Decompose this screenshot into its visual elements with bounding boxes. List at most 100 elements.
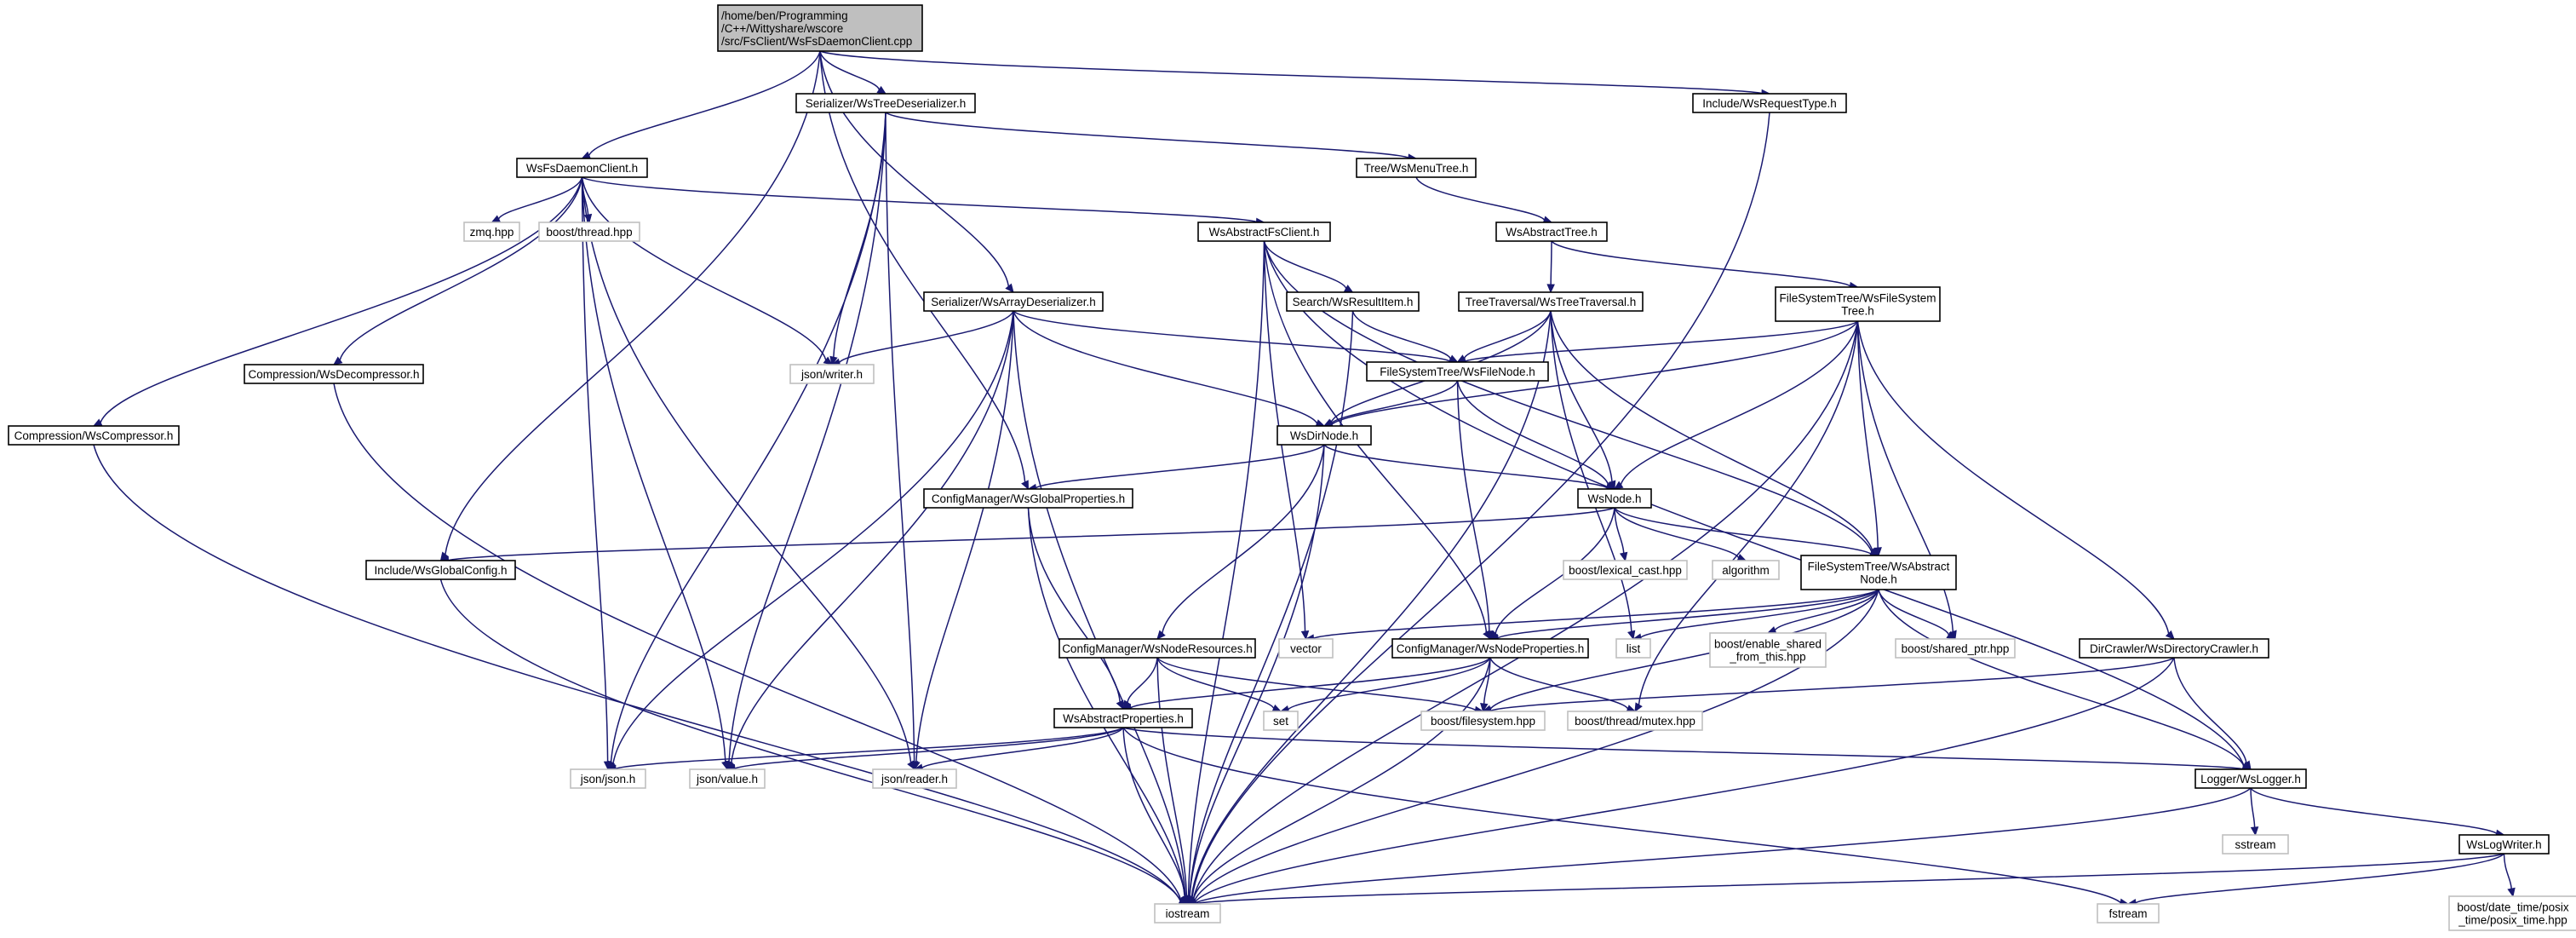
edge-absfs-to-logger xyxy=(1263,240,2252,770)
node-label-lexcast-0: boost/lexical_cast.hpp xyxy=(1569,564,1682,577)
node-treedeser[interactable]: Serializer/WsTreeDeserializer.h xyxy=(795,93,976,113)
node-label-mutex-0: boost/thread/mutex.hpp xyxy=(1575,715,1695,728)
node-label-traversal-0: TreeTraversal/WsTreeTraversal.h xyxy=(1466,296,1637,308)
node-algorithm[interactable]: algorithm xyxy=(1712,560,1780,580)
node-fstream[interactable]: fstream xyxy=(2097,903,2160,924)
edge-resitem-to-iostream xyxy=(1185,310,1354,906)
node-jwriter[interactable]: json/writer.h xyxy=(789,364,875,384)
node-label-fsdaemon-0: WsFsDaemonClient.h xyxy=(526,162,638,175)
node-set[interactable]: set xyxy=(1263,711,1299,731)
node-bthread[interactable]: boost/thread.hpp xyxy=(538,222,640,242)
edge-root-to-fsdaemon xyxy=(581,50,821,159)
dependency-nodes: /home/ben/Programming/C++/Wittyshare/wsc… xyxy=(8,4,2576,931)
node-posixtime[interactable]: boost/date_time/posix_time/posix_time.hp… xyxy=(2448,895,2576,931)
node-mutex[interactable]: boost/thread/mutex.hpp xyxy=(1567,711,1703,731)
node-lexcast[interactable]: boost/lexical_cast.hpp xyxy=(1563,560,1688,580)
node-arrdeser[interactable]: Serializer/WsArrayDeserializer.h xyxy=(923,291,1104,312)
node-label-sstream-0: sstream xyxy=(2235,838,2275,851)
node-label-enableshared-0: boost/enable_shared xyxy=(1714,638,1822,651)
node-label-noderes-0: ConfigManager/WsNodeResources.h xyxy=(1062,642,1253,655)
node-noderes[interactable]: ConfigManager/WsNodeResources.h xyxy=(1059,638,1256,659)
edge-wsnode-to-algorithm xyxy=(1614,507,1747,561)
node-absprops[interactable]: WsAbstractProperties.h xyxy=(1053,708,1193,728)
edge-dircrawler-to-iostream xyxy=(1186,657,2175,906)
edge-treedeser-to-jjson xyxy=(607,112,886,771)
node-list[interactable]: list xyxy=(1615,638,1651,659)
edge-filenode-to-nodeprops xyxy=(1456,380,1494,641)
node-label-filenode-0: FileSystemTree/WsFileNode.h xyxy=(1380,365,1535,378)
node-logger[interactable]: Logger/WsLogger.h xyxy=(2194,768,2307,789)
edge-logger-to-logwriter xyxy=(2250,787,2505,837)
node-label-bthread-0: boost/thread.hpp xyxy=(546,226,632,239)
edge-treedeser-to-menutree xyxy=(885,112,1418,162)
node-globprops[interactable]: ConfigManager/WsGlobalProperties.h xyxy=(923,488,1133,509)
edge-fsdaemon-to-jvalue xyxy=(581,176,730,771)
node-label-absprops-0: WsAbstractProperties.h xyxy=(1063,712,1184,725)
edge-fsdaemon-to-comp xyxy=(92,176,583,427)
node-label-nodeprops-0: ConfigManager/WsNodeProperties.h xyxy=(1397,642,1585,655)
edge-globprops-to-absprops xyxy=(1027,507,1124,711)
edge-arrdeser-to-jreader xyxy=(912,310,1014,771)
node-sstream[interactable]: sstream xyxy=(2222,834,2289,855)
node-traversal[interactable]: TreeTraversal/WsTreeTraversal.h xyxy=(1458,291,1644,312)
node-logwriter[interactable]: WsLogWriter.h xyxy=(2458,834,2550,855)
node-globconf[interactable]: Include/WsGlobalConfig.h xyxy=(365,560,516,580)
node-abstree[interactable]: WsAbstractTree.h xyxy=(1495,222,1608,242)
edge-dircrawler-to-logger xyxy=(2173,657,2252,771)
node-dircrawler[interactable]: DirCrawler/WsDirectoryCrawler.h xyxy=(2079,638,2269,659)
edge-treedeser-to-jvalue xyxy=(725,112,886,771)
edge-logger-to-sstream xyxy=(2250,787,2259,837)
node-label-fstree-1: Tree.h xyxy=(1841,305,1874,318)
edge-treedeser-to-jwriter xyxy=(829,112,886,366)
node-label-fstream-0: fstream xyxy=(2108,907,2147,920)
edge-wsnode-to-globconf xyxy=(439,507,1615,565)
edge-abstree-to-fstree xyxy=(1551,240,1859,291)
edge-absnode-to-logger xyxy=(1878,589,2252,770)
edge-traversal-to-list xyxy=(1550,310,1636,641)
edge-filenode-to-wsnode xyxy=(1456,380,1616,490)
node-nodeprops[interactable]: ConfigManager/WsNodeProperties.h xyxy=(1391,638,1589,659)
edge-menutree-to-abstree xyxy=(1415,176,1553,224)
edge-root-to-arrdeser xyxy=(819,50,1014,293)
edge-dirnode-to-noderes xyxy=(1156,444,1325,640)
node-comp[interactable]: Compression/WsCompressor.h xyxy=(8,425,180,446)
node-reqtype[interactable]: Include/WsRequestType.h xyxy=(1692,93,1847,113)
node-fsdaemon[interactable]: WsFsDaemonClient.h xyxy=(516,158,648,178)
node-jvalue[interactable]: json/value.h xyxy=(689,768,766,789)
node-label-posixtime-0: boost/date_time/posix xyxy=(2457,901,2569,914)
node-zmq[interactable]: zmq.hpp xyxy=(463,222,520,242)
node-label-resitem-0: Search/WsResultItem.h xyxy=(1293,296,1414,308)
node-filenode[interactable]: FileSystemTree/WsFileNode.h xyxy=(1366,361,1549,382)
node-absfs[interactable]: WsAbstractFsClient.h xyxy=(1197,222,1331,242)
node-wsnode[interactable]: WsNode.h xyxy=(1577,488,1652,509)
node-root[interactable]: /home/ben/Programming/C++/Wittyshare/wsc… xyxy=(717,4,923,52)
node-bfs[interactable]: boost/filesystem.hpp xyxy=(1420,711,1546,731)
node-label-reqtype-0: Include/WsRequestType.h xyxy=(1702,97,1837,110)
node-iostream[interactable]: iostream xyxy=(1154,903,1221,924)
edge-absprops-to-iostream xyxy=(1122,727,1189,906)
edge-globprops-to-iostream xyxy=(1027,507,1189,906)
node-label-root-2: /src/FsClient/WsFsDaemonClient.cpp xyxy=(721,35,912,48)
node-dirnode[interactable]: WsDirNode.h xyxy=(1277,425,1372,446)
node-resitem[interactable]: Search/WsResultItem.h xyxy=(1286,291,1420,312)
node-menutree[interactable]: Tree/WsMenuTree.h xyxy=(1356,158,1477,178)
edge-nodeprops-to-set xyxy=(1279,657,1491,714)
node-vector[interactable]: vector xyxy=(1278,638,1334,659)
node-enableshared[interactable]: boost/enable_shared_from_this.hpp xyxy=(1709,632,1827,668)
node-sharedptr[interactable]: boost/shared_ptr.hpp xyxy=(1895,638,2016,659)
node-label-wsnode-0: WsNode.h xyxy=(1587,492,1641,505)
edge-arrdeser-to-dirnode xyxy=(1013,310,1326,428)
edge-dirnode-to-iostream xyxy=(1185,444,1325,906)
node-label-menutree-0: Tree/WsMenuTree.h xyxy=(1364,162,1469,175)
node-decomp[interactable]: Compression/WsDecompressor.h xyxy=(244,364,424,384)
edge-logger-to-iostream xyxy=(1186,787,2252,907)
edge-fsdaemon-to-decomp xyxy=(333,176,583,365)
edge-noderes-to-set xyxy=(1156,657,1282,712)
node-label-jjson-0: json/json.h xyxy=(580,773,636,786)
node-jreader[interactable]: json/reader.h xyxy=(872,768,957,789)
node-jjson[interactable]: json/json.h xyxy=(570,768,646,789)
node-label-dircrawler-0: DirCrawler/WsDirectoryCrawler.h xyxy=(2090,642,2258,655)
